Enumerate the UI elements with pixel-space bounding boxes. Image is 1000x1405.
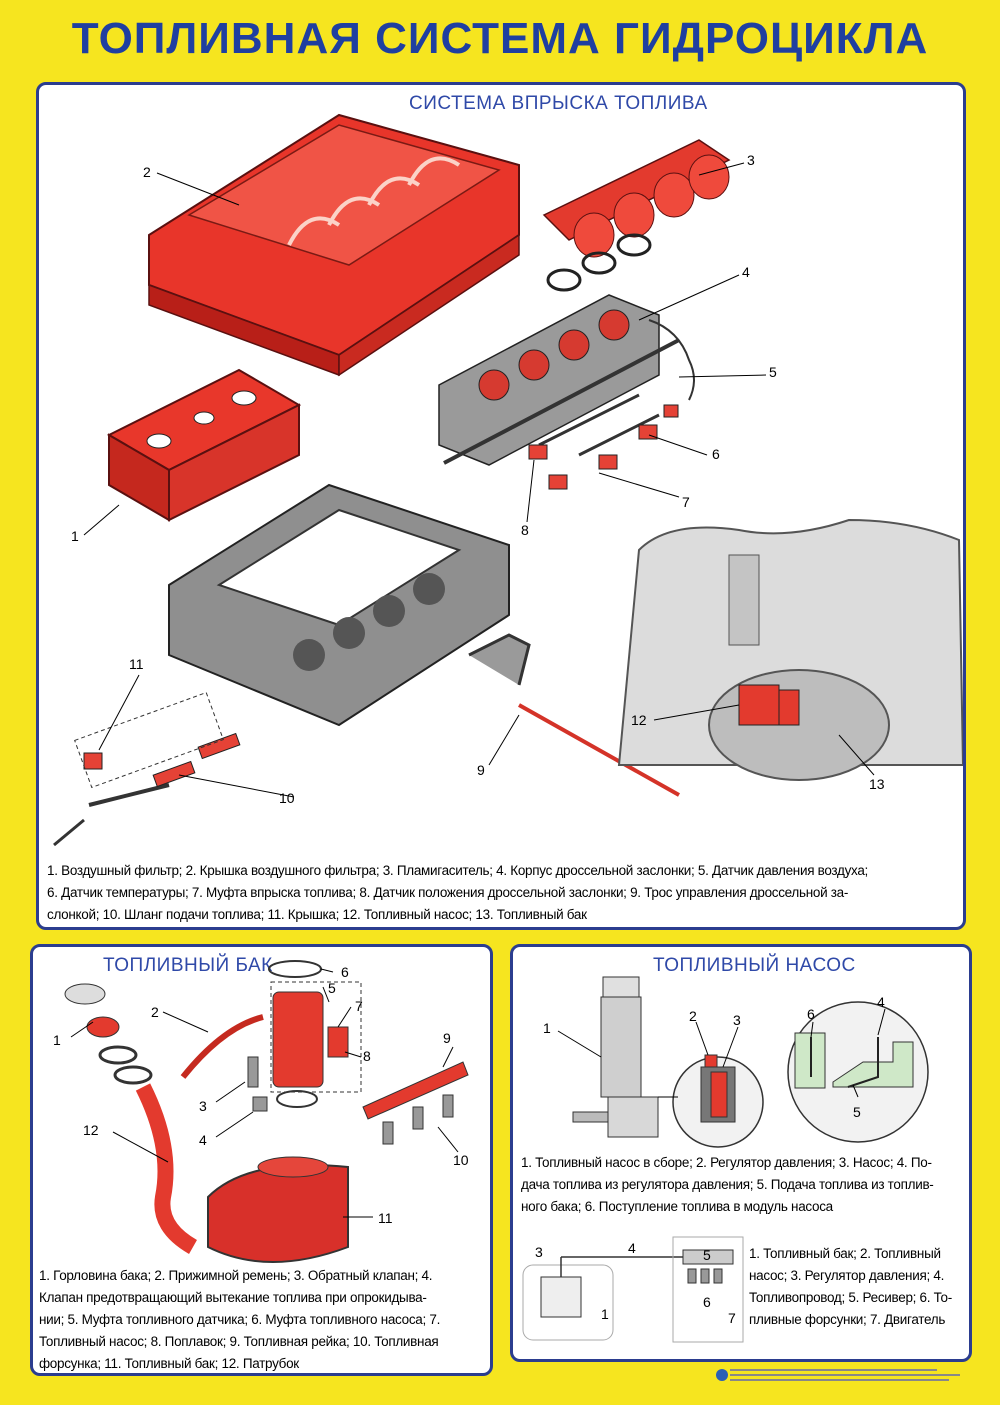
tank-label-6: 6 bbox=[341, 964, 349, 980]
tank-label-11: 11 bbox=[378, 1210, 393, 1226]
fuel-system-schema-drawing bbox=[522, 1236, 744, 1343]
valves-drawing bbox=[247, 1056, 268, 1112]
caption-line: насос; 3. Регулятор давления; 4. bbox=[749, 1268, 945, 1283]
caption-line: пливные форсунки; 7. Двигатель bbox=[749, 1312, 946, 1327]
strap-drawing bbox=[180, 1014, 264, 1079]
injection-system-illustration: 1 2 3 4 5 6 7 8 9 10 11 12 13 bbox=[53, 113, 963, 847]
caption-line: дача топлива из регулятора давления; 5. … bbox=[521, 1177, 934, 1192]
caption-line: форсунка; 11. Топливный бак; 12. Патрубо… bbox=[39, 1356, 299, 1371]
caption-line: Топливопровод; 5. Ресивер; 6. То- bbox=[749, 1290, 952, 1305]
tank-label-10: 10 bbox=[453, 1152, 469, 1168]
tank-label-2: 2 bbox=[151, 1004, 159, 1020]
panel-fuel-tank: ТОПЛИВНЫЙ БАК bbox=[30, 944, 493, 1376]
panel-fuel-pump-caption: 1. Топливный насос в сборе; 2. Регулятор… bbox=[521, 1152, 967, 1218]
fuel-pump-leader-lines bbox=[557, 1008, 886, 1098]
fuel-pump-module-drawing bbox=[268, 960, 362, 1108]
tank-label-1: 1 bbox=[53, 1032, 61, 1048]
poster-title: ТОПЛИВНАЯ СИСТЕМА ГИДРОЦИКЛА bbox=[71, 14, 929, 63]
fuel-tank-illustration: 1 2 3 4 5 6 7 8 9 10 11 12 bbox=[53, 960, 469, 1263]
tank-label-8: 8 bbox=[363, 1048, 371, 1064]
fuel-tank-drawing bbox=[207, 1156, 349, 1263]
caption-line: Топливный насос; 8. Поплавок; 9. Топливн… bbox=[39, 1334, 439, 1349]
schema-label-5: 5 bbox=[703, 1247, 711, 1263]
fuel-pump-illustration: 1 2 3 4 5 6 3 4 5 6 1 7 bbox=[522, 976, 929, 1343]
tank-label-4: 4 bbox=[199, 1132, 207, 1148]
throttle-cable-drawing bbox=[518, 703, 680, 797]
panel-fuel-pump: ТОПЛИВНЫЙ НАСОС bbox=[510, 944, 972, 1362]
publisher-logo-icon bbox=[716, 1369, 728, 1381]
pump-label-1: 1 bbox=[543, 1020, 551, 1036]
caption-line: 1. Топливный насос в сборе; 2. Регулятор… bbox=[521, 1155, 932, 1170]
pump-label-5: 5 bbox=[853, 1104, 861, 1120]
schema-label-3: 3 bbox=[535, 1244, 543, 1260]
label-9: 9 bbox=[477, 762, 485, 778]
pressure-regulator-detail-drawing bbox=[672, 1054, 764, 1148]
pump-label-2: 2 bbox=[689, 1008, 697, 1024]
caption-line: 1. Воздушный фильтр; 2. Крышка воздушног… bbox=[47, 863, 869, 878]
leader-lines bbox=[83, 162, 875, 798]
fuel-tank-leader-lines bbox=[70, 968, 459, 1218]
pump-label-3: 3 bbox=[733, 1012, 741, 1028]
label-6: 6 bbox=[712, 446, 720, 462]
schema-label-6: 6 bbox=[703, 1294, 711, 1310]
tank-label-3: 3 bbox=[199, 1098, 207, 1114]
label-7: 7 bbox=[682, 494, 690, 510]
schema-label-1: 1 bbox=[601, 1306, 609, 1322]
publisher-footer bbox=[716, 1369, 960, 1381]
panel-fuel-tank-title: ТОПЛИВНЫЙ БАК bbox=[103, 955, 273, 976]
panel-injection-caption: 1. Воздушный фильтр; 2. Крышка воздушног… bbox=[47, 860, 959, 926]
label-2: 2 bbox=[143, 164, 151, 180]
tank-label-7: 7 bbox=[355, 998, 363, 1014]
label-1: 1 bbox=[71, 528, 79, 544]
fuel-hose-drawing bbox=[53, 691, 241, 847]
caption-line: Клапан предотвращающий вытекание топлива… bbox=[39, 1290, 427, 1305]
panel-fuel-pump-title: ТОПЛИВНЫЙ НАСОС bbox=[653, 955, 856, 976]
caption-line: 1. Топливный бак; 2. Топливный bbox=[749, 1246, 941, 1261]
label-11: 11 bbox=[129, 656, 144, 672]
label-5: 5 bbox=[769, 364, 777, 380]
tank-label-9: 9 bbox=[443, 1030, 451, 1046]
schema-label-4: 4 bbox=[628, 1240, 636, 1256]
pump-label-4: 4 bbox=[877, 994, 885, 1010]
pump-assembly-drawing bbox=[572, 976, 659, 1138]
tank-label-5: 5 bbox=[328, 980, 336, 996]
label-4: 4 bbox=[742, 264, 750, 280]
air-filter-cover-drawing bbox=[148, 113, 520, 377]
jetski-view-drawing bbox=[617, 518, 963, 781]
caption-line: 1. Горловина бака; 2. Прижимной ремень; … bbox=[39, 1268, 433, 1283]
flame-arrester-drawing bbox=[542, 139, 731, 292]
panel-fuel-pump-schema-caption: 1. Топливный бак; 2. Топливный насос; 3.… bbox=[749, 1243, 969, 1331]
label-3: 3 bbox=[747, 152, 755, 168]
caption-line: 6. Датчик температуры; 7. Муфта впрыска … bbox=[47, 885, 849, 900]
air-box-drawing bbox=[168, 483, 531, 727]
tank-label-12: 12 bbox=[83, 1122, 99, 1138]
pump-label-6: 6 bbox=[807, 1006, 815, 1022]
caption-line: ного бака; 6. Поступление топлива в моду… bbox=[521, 1199, 833, 1214]
label-13: 13 bbox=[869, 776, 885, 792]
label-8: 8 bbox=[521, 522, 529, 538]
label-12: 12 bbox=[631, 712, 647, 728]
label-10: 10 bbox=[279, 790, 295, 806]
fuel-rail-drawing bbox=[362, 1061, 469, 1145]
filler-neck-drawing bbox=[64, 983, 198, 1254]
air-filter-drawing bbox=[106, 368, 302, 522]
schema-label-7: 7 bbox=[728, 1310, 736, 1326]
panel-injection-title: СИСТЕМА ВПРЫСКА ТОПЛИВА bbox=[409, 93, 708, 114]
panel-fuel-tank-caption: 1. Горловина бака; 2. Прижимной ремень; … bbox=[39, 1265, 487, 1373]
throttle-body-drawing bbox=[438, 294, 695, 490]
caption-line: нии; 5. Муфта топливного датчика; 6. Муф… bbox=[39, 1312, 441, 1327]
flow-detail-drawing bbox=[787, 1001, 929, 1143]
caption-line: слонкой; 10. Шланг подачи топлива; 11. К… bbox=[47, 907, 587, 922]
panel-injection-system: СИСТЕМА ВПРЫСКА ТОПЛИВА bbox=[36, 82, 966, 930]
